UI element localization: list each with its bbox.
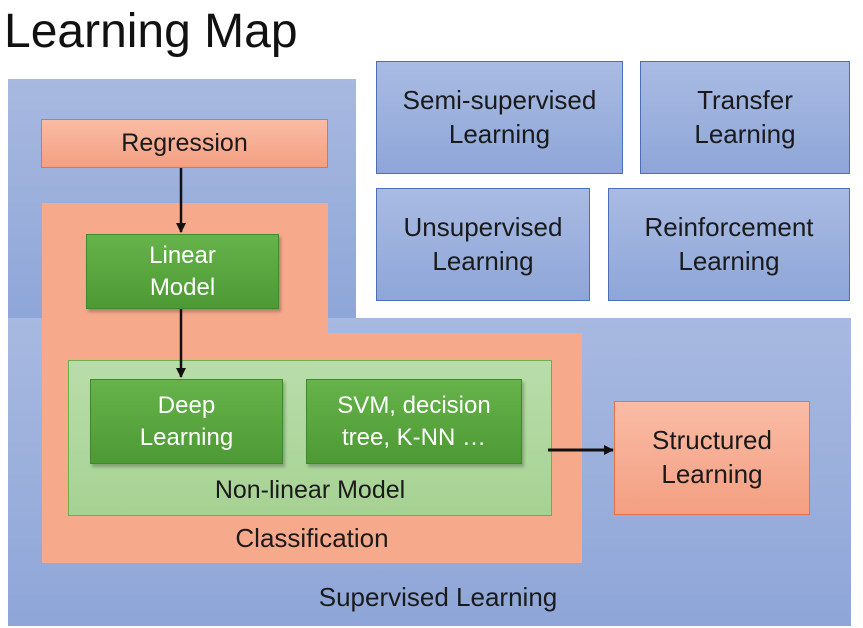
unsupervised-label: Unsupervised Learning [403, 211, 563, 276]
svm-box: SVM, decision tree, K-NN … [306, 379, 522, 464]
reinforcement-box: Reinforcement Learning [608, 188, 850, 301]
linear-model-box: Linear Model [86, 234, 279, 309]
structured-learning-label: Structured Learning [652, 425, 772, 489]
svm-label: SVM, decision tree, K-NN … [337, 392, 491, 451]
supervised-learning-label: Supervised Learning [318, 582, 558, 613]
regression-label: Regression [121, 129, 248, 158]
regression-box: Regression [41, 119, 328, 168]
transfer-label: Transfer Learning [694, 84, 796, 149]
transfer-box: Transfer Learning [640, 61, 850, 174]
page-title: Learning Map [4, 5, 298, 58]
semi-supervised-label: Semi-supervised Learning [402, 84, 597, 149]
deep-learning-label: Deep Learning [139, 392, 234, 451]
semi-supervised-box: Semi-supervised Learning [376, 61, 623, 174]
unsupervised-box: Unsupervised Learning [376, 188, 590, 301]
reinforcement-label: Reinforcement Learning [644, 211, 814, 276]
classification-label: Classification [235, 523, 389, 554]
structured-learning-box: Structured Learning [614, 401, 810, 515]
linear-model-label: Linear Model [149, 242, 216, 301]
deep-learning-box: Deep Learning [90, 379, 283, 464]
non-linear-model-label: Non-linear Model [214, 475, 406, 504]
